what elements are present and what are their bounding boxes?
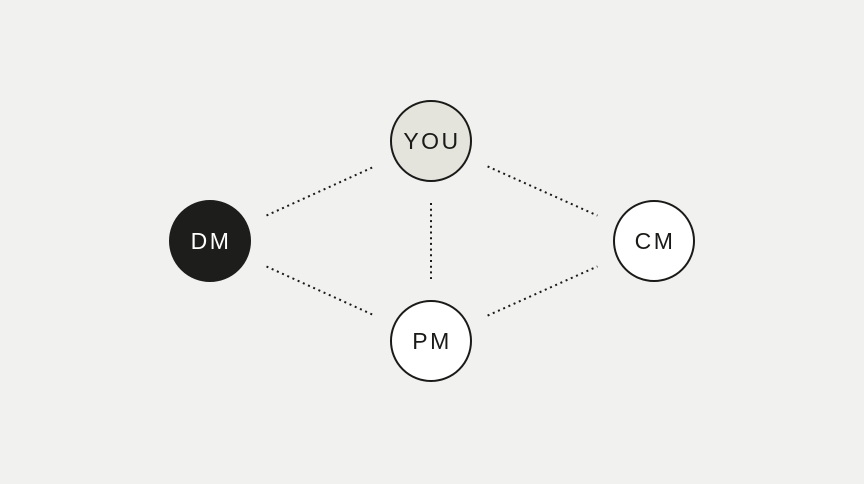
edge-dm-pm [266,265,375,317]
node-you-label: YOU [403,128,460,154]
edge-you-cm [487,165,598,217]
node-dm: DM [169,200,251,282]
edge-pm-cm [487,265,598,317]
node-cm-label: CM [635,228,676,254]
node-you-circle [390,100,472,182]
node-pm-label: PM [412,328,452,354]
node-dm-label: DM [191,228,232,254]
node-you: YOU [390,100,472,182]
edge-dm-you [266,165,375,217]
node-pm: PM [390,300,472,382]
node-cm: CM [613,200,695,282]
node-pm-circle [390,300,472,382]
node-dm-circle [169,200,251,282]
node-cm-circle [613,200,695,282]
